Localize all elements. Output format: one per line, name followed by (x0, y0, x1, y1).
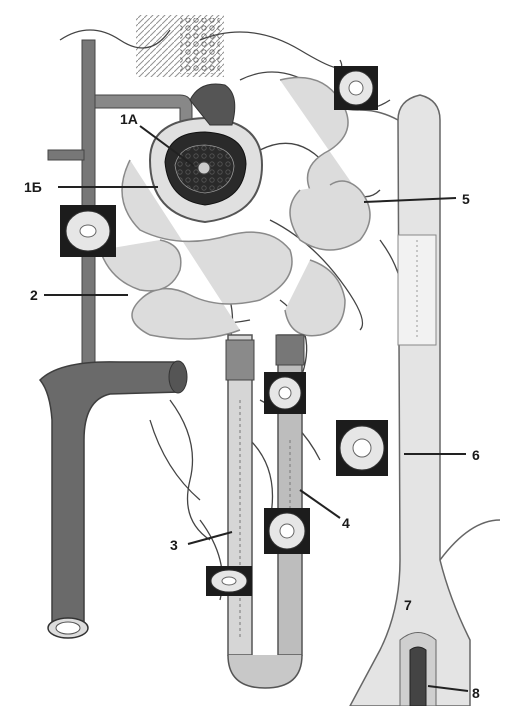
inset-bottom (206, 566, 252, 596)
collecting-duct (350, 95, 500, 706)
inset-left (60, 205, 116, 257)
tissue-cells-texture (180, 18, 220, 74)
inset-lower-middle (264, 508, 310, 554)
label-7: 7 (404, 597, 412, 613)
label-3: 3 (170, 537, 178, 553)
inset-right (336, 420, 388, 476)
label-4: 4 (342, 515, 350, 531)
inset-middle (264, 372, 306, 414)
label-1a: 1А (120, 111, 138, 127)
label-6: 6 (472, 447, 480, 463)
inset-top-right (334, 66, 378, 110)
label-1b: 1Б (24, 179, 42, 195)
label-5: 5 (462, 191, 470, 207)
label-2: 2 (30, 287, 38, 303)
label-8: 8 (472, 685, 480, 701)
